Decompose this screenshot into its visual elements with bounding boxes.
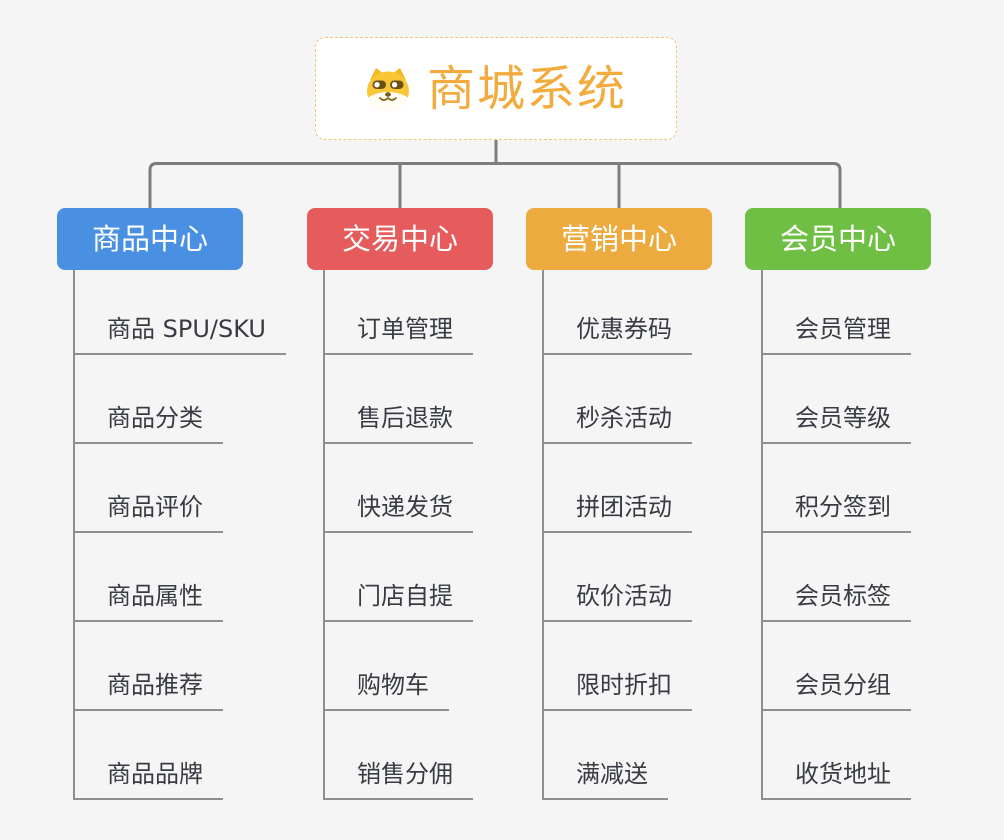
trunk-line	[323, 270, 325, 800]
leaf-label: 秒杀活动	[576, 404, 672, 433]
leaf-node[interactable]: 商品评价	[73, 494, 223, 533]
branch-children-product-center: 商品 SPU/SKU 商品分类 商品评价 商品属性 商品推荐 商品品牌	[73, 266, 286, 800]
leaf-label: 商品 SPU/SKU	[107, 315, 266, 344]
leaf-label: 拼团活动	[576, 493, 672, 522]
leaf-node[interactable]: 门店自提	[323, 583, 473, 622]
leaf-node[interactable]: 订单管理	[323, 316, 473, 355]
branch-label: 商品中心	[91, 221, 208, 256]
leaf-node[interactable]: 满减送	[542, 761, 668, 800]
branch-box-trade-center[interactable]: 交易中心	[307, 208, 493, 270]
branch-label: 会员中心	[779, 221, 896, 256]
branch-box-product-center[interactable]: 商品中心	[57, 208, 243, 270]
leaf-node[interactable]: 商品分类	[73, 405, 223, 444]
leaf-node[interactable]: 会员标签	[761, 583, 911, 622]
leaf-label: 商品评价	[107, 493, 203, 522]
leaf-node[interactable]: 会员管理	[761, 316, 911, 355]
leaf-node[interactable]: 拼团活动	[542, 494, 692, 533]
trunk-line	[73, 270, 75, 800]
leaf-label: 限时折扣	[576, 671, 672, 700]
shiba-dog-icon	[366, 67, 409, 110]
leaf-node[interactable]: 秒杀活动	[542, 405, 692, 444]
branch-label: 营销中心	[560, 221, 677, 256]
leaf-label: 会员分组	[795, 671, 891, 700]
leaf-label: 商品属性	[107, 582, 203, 611]
leaf-label: 满减送	[576, 760, 648, 789]
leaf-label: 收货地址	[795, 760, 891, 789]
leaf-node[interactable]: 商品品牌	[73, 761, 223, 800]
leaf-label: 积分签到	[795, 493, 891, 522]
leaf-node[interactable]: 商品 SPU/SKU	[73, 316, 286, 355]
branch-children-member-center: 会员管理 会员等级 积分签到 会员标签 会员分组 收货地址	[761, 266, 911, 800]
trunk-line	[761, 270, 763, 800]
leaf-label: 砍价活动	[576, 582, 672, 611]
leaf-node[interactable]: 优惠券码	[542, 316, 692, 355]
leaf-node[interactable]: 销售分佣	[323, 761, 473, 800]
leaf-node[interactable]: 砍价活动	[542, 583, 692, 622]
branch-box-marketing-center[interactable]: 营销中心	[526, 208, 712, 270]
leaf-label: 会员管理	[795, 315, 891, 344]
leaf-label: 门店自提	[357, 582, 453, 611]
leaf-node[interactable]: 商品推荐	[73, 672, 223, 711]
leaf-node[interactable]: 收货地址	[761, 761, 911, 800]
leaf-label: 售后退款	[357, 404, 453, 433]
branch-children-trade-center: 订单管理 售后退款 快递发货 门店自提 购物车 销售分佣	[323, 266, 473, 800]
leaf-node[interactable]: 会员分组	[761, 672, 911, 711]
leaf-node[interactable]: 限时折扣	[542, 672, 692, 711]
leaf-label: 商品推荐	[107, 671, 203, 700]
leaf-node[interactable]: 快递发货	[323, 494, 473, 533]
root-node[interactable]: 商城系统	[315, 37, 677, 140]
root-title: 商城系统	[426, 60, 627, 117]
leaf-node[interactable]: 会员等级	[761, 405, 911, 444]
leaf-node[interactable]: 购物车	[323, 672, 449, 711]
trunk-line	[542, 270, 544, 800]
leaf-label: 优惠券码	[576, 315, 672, 344]
branch-box-member-center[interactable]: 会员中心	[745, 208, 931, 270]
leaf-label: 商品品牌	[107, 760, 203, 789]
leaf-label: 商品分类	[107, 404, 203, 433]
leaf-node[interactable]: 积分签到	[761, 494, 911, 533]
leaf-label: 会员等级	[795, 404, 891, 433]
leaf-label: 销售分佣	[357, 760, 453, 789]
leaf-label: 会员标签	[795, 582, 891, 611]
leaf-node[interactable]: 商品属性	[73, 583, 223, 622]
branch-children-marketing-center: 优惠券码 秒杀活动 拼团活动 砍价活动 限时折扣 满减送	[542, 266, 692, 800]
leaf-label: 购物车	[357, 671, 429, 700]
leaf-label: 订单管理	[357, 315, 453, 344]
branch-label: 交易中心	[341, 221, 458, 256]
leaf-node[interactable]: 售后退款	[323, 405, 473, 444]
leaf-label: 快递发货	[357, 493, 453, 522]
